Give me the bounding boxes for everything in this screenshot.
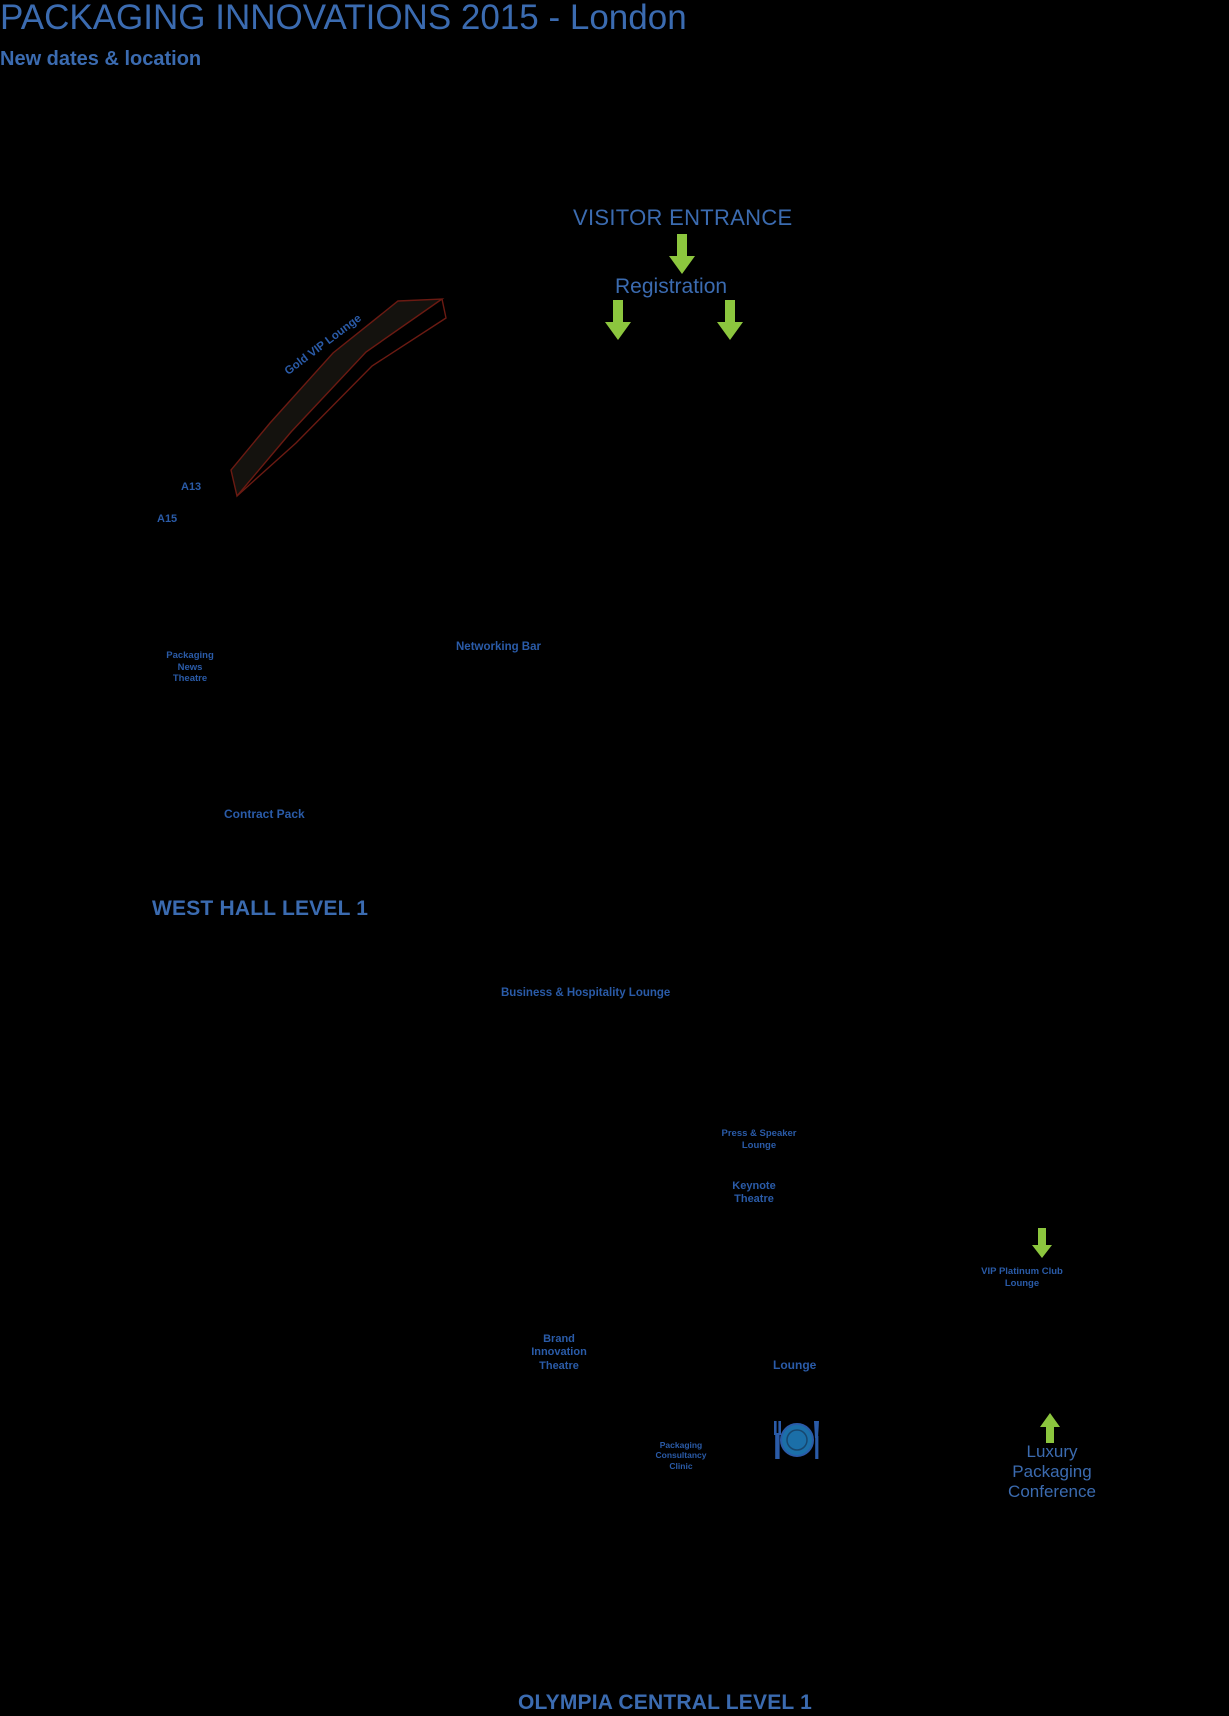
registration-arrow-left-down: [605, 300, 631, 340]
press-speaker-lounge-label: Press & Speaker Lounge: [718, 1128, 800, 1151]
luxury-line1: Luxury: [1026, 1442, 1078, 1461]
luxury-line3: Conference: [1008, 1482, 1096, 1502]
packaging-news-theatre-line2: News: [177, 661, 203, 673]
business-hospitality-lounge-label: Business & Hospitality Lounge: [501, 987, 671, 999]
luxury-line2: Packaging: [1012, 1462, 1092, 1482]
restaurant-icon: [774, 1421, 819, 1459]
brand-innovation-line2: Innovation: [531, 1346, 587, 1359]
contract-pack-label: Contract Pack: [224, 807, 305, 821]
keynote-theatre-label: Keynote Theatre: [722, 1180, 786, 1207]
packaging-news-theatre-line1: Packaging: [166, 650, 214, 661]
packaging-consultancy-line3: Clinic: [669, 1460, 693, 1471]
visitor-entrance-label: VISITOR ENTRANCE: [573, 205, 793, 230]
registration-label: Registration: [615, 275, 728, 298]
stand-label-a13: A13: [181, 481, 202, 493]
luxury-conference-arrow-up: [1040, 1413, 1060, 1443]
keynote-line1: Keynote: [732, 1180, 776, 1192]
page-title: PACKAGING INNOVATIONS 2015 - London: [0, 0, 687, 37]
registration-arrow-right-down: [717, 300, 743, 340]
brand-innovation-line3: Theatre: [539, 1359, 579, 1372]
stand-label-a15: A15: [157, 513, 178, 525]
vip-platinum-club-lounge-label: VIP Platinum Club Lounge: [981, 1266, 1063, 1289]
lounge-label: Lounge: [773, 1358, 817, 1372]
page-subtitle: New dates & location: [0, 48, 202, 70]
vip-platinum-line2: Lounge: [1004, 1277, 1040, 1289]
networking-bar-label: Networking Bar: [456, 641, 541, 653]
vip-platinum-line1: VIP Platinum Club: [981, 1266, 1063, 1277]
entrance-arrow-down: [669, 234, 695, 274]
vip-platinum-arrow-down: [1032, 1228, 1052, 1258]
keynote-line2: Theatre: [734, 1193, 774, 1206]
press-speaker-line1: Press & Speaker: [721, 1128, 797, 1139]
olympia-central-level-label: OLYMPIA CENTRAL LEVEL 1: [518, 1691, 812, 1714]
luxury-packaging-conference-label: Luxury Packaging Conference: [1007, 1442, 1097, 1502]
brand-innovation-line1: Brand: [543, 1333, 575, 1345]
brand-innovation-theatre-label: Brand Innovation Theatre: [524, 1333, 594, 1373]
packaging-news-theatre-label: Packaging News Theatre: [163, 650, 217, 685]
packaging-news-theatre-line3: Theatre: [172, 673, 208, 685]
packaging-consultancy-line2: Consultancy: [655, 1450, 707, 1461]
west-hall-level-label: WEST HALL LEVEL 1: [152, 897, 369, 920]
packaging-consultancy-line1: Packaging: [659, 1440, 703, 1450]
packaging-consultancy-clinic-label: Packaging Consultancy Clinic: [653, 1440, 709, 1471]
press-speaker-line2: Lounge: [741, 1139, 777, 1151]
